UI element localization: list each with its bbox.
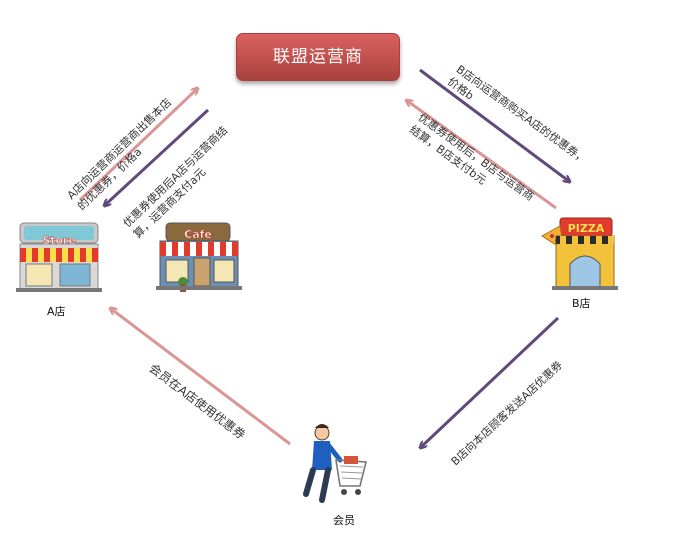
member-shopper-icon (303, 424, 368, 503)
cafe-sign: Cafe (184, 228, 212, 241)
arrow-a-to-hub (78, 88, 198, 202)
arrow-member-use (110, 308, 291, 446)
arrow-b-to-member (420, 316, 560, 448)
store-a-label: A店 (47, 305, 66, 318)
store-b-label: B店 (572, 297, 591, 310)
member-label: 会员 (333, 514, 355, 527)
alliance-operator-box: 联盟运营商 (236, 33, 400, 81)
store-a-icon: Store (16, 222, 102, 292)
cafe-icon: Cafe (156, 222, 242, 292)
arrow-b-buy (419, 68, 570, 182)
pizza-shop-icon: PIZZA (541, 217, 618, 290)
arrow-b-settle (406, 100, 557, 210)
arrow-hub-to-a (104, 108, 210, 206)
pizza-sign: PIZZA (568, 222, 605, 235)
